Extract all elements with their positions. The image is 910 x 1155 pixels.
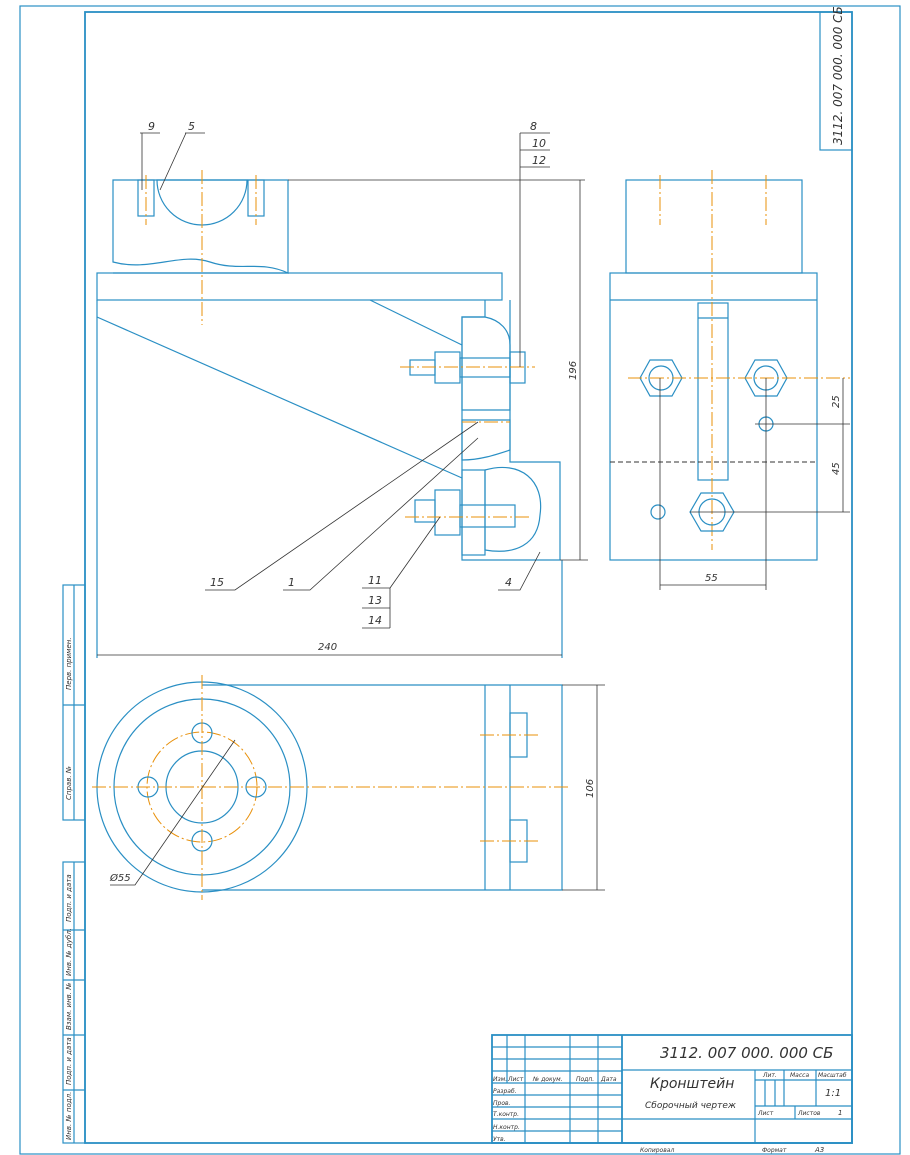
- sheet-label: Лист: [757, 1110, 774, 1117]
- role-checker: Пров.: [493, 1100, 511, 1107]
- drawing-frame: [84, 11, 853, 1144]
- drawing-title: Кронштейн: [650, 1076, 734, 1092]
- position-10: 10: [532, 137, 546, 150]
- header-date: Дата: [600, 1076, 617, 1083]
- side-view: 25 45 55: [609, 170, 850, 590]
- dim-106: 106: [585, 779, 596, 798]
- header-list: Лист: [507, 1076, 524, 1083]
- header-doc: № докум.: [532, 1076, 563, 1083]
- scale-value: 1:1: [825, 1088, 841, 1099]
- lit-label: Лит.: [762, 1072, 777, 1079]
- header-sign: Подп.: [576, 1076, 594, 1083]
- dim-diameter-55: Ø55: [109, 872, 131, 884]
- scale-label: Масштаб: [818, 1072, 847, 1079]
- sheet-border: [19, 5, 901, 1155]
- mass-label: Масса: [790, 1072, 809, 1079]
- position-1: 1: [288, 576, 295, 589]
- position-14: 14: [368, 614, 382, 627]
- position-11: 11: [368, 574, 382, 587]
- position-15: 15: [210, 576, 224, 589]
- header-izm: Изм.: [493, 1076, 507, 1083]
- stamp-designation: 3112. 007 000. 000 СБ: [831, 6, 845, 145]
- margin-strip: Перв. примен. Справ. № Подп. и дата Инв.…: [62, 584, 86, 1144]
- margin-label: Подп. и дата: [65, 874, 73, 922]
- dim-240: 240: [318, 642, 337, 653]
- dim-45: 45: [831, 462, 842, 475]
- position-9: 9: [148, 120, 155, 133]
- position-4: 4: [505, 576, 512, 589]
- top-view: 106 Ø55: [92, 675, 605, 900]
- copied-label: Копировал: [640, 1147, 674, 1154]
- role-developer: Разраб.: [493, 1088, 517, 1095]
- position-12: 12: [532, 154, 546, 167]
- role-norm-control: Н.контр.: [493, 1124, 520, 1131]
- designation-stamp: 3112. 007 000. 000 СБ: [819, 6, 853, 151]
- margin-label: Инв. № дубл.: [65, 928, 73, 976]
- position-13: 13: [368, 594, 382, 607]
- margin-label: Подп. и дата: [65, 1037, 73, 1085]
- drawing-subtitle: Сборочный чертеж: [645, 1101, 737, 1111]
- margin-label: Справ. №: [65, 766, 73, 800]
- margin-label: Инв. № подл.: [65, 1092, 73, 1140]
- margin-label: Перв. примен.: [65, 637, 73, 690]
- dim-25: 25: [831, 395, 842, 408]
- margin-label: Взам. инв. №: [65, 982, 73, 1030]
- position-8: 8: [530, 120, 537, 133]
- dim-196: 196: [568, 361, 579, 380]
- role-tech-control: Т.контр.: [493, 1111, 519, 1118]
- sheets-label: Листов: [797, 1110, 821, 1117]
- dim-55: 55: [705, 573, 718, 584]
- sheets-count: 1: [838, 1109, 842, 1117]
- title-designation: 3112. 007 000. 000 СБ: [660, 1044, 833, 1062]
- format-value: А3: [814, 1146, 824, 1154]
- role-approved: Утв.: [493, 1136, 506, 1143]
- front-view: 196 240 9 5 8 10 12 15 1 11 13 14 4: [96, 120, 588, 658]
- format-label: Формат: [762, 1147, 787, 1154]
- position-5: 5: [188, 120, 195, 133]
- title-block: Изм. Лист № докум. Подп. Дата Разраб. Пр…: [491, 1034, 853, 1154]
